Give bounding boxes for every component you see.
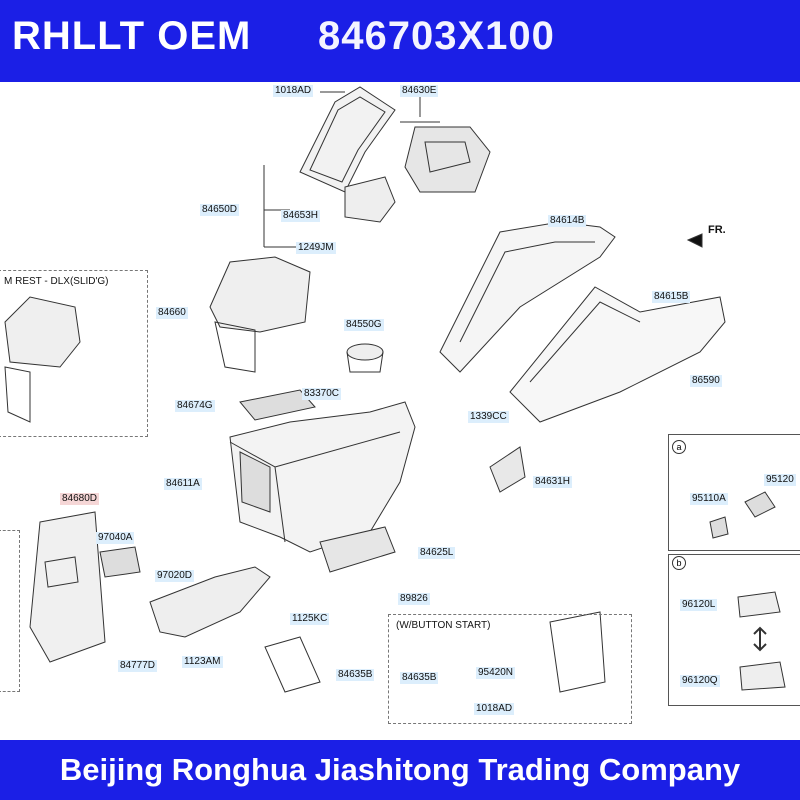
- part-label: 97040A: [96, 532, 135, 544]
- callout-b-marker: b: [672, 556, 686, 570]
- armrest-dlx-box: [0, 270, 148, 437]
- part-label: 84550G: [344, 319, 384, 331]
- part-label: 84614B: [548, 215, 587, 227]
- part-label: 97020D: [155, 570, 195, 582]
- part-label: 89826: [398, 593, 430, 605]
- part-number: 846703X100: [318, 14, 555, 58]
- callout-a-marker: a: [672, 440, 686, 454]
- part-label: 84611A: [164, 478, 202, 490]
- part-label: 84653H: [281, 210, 321, 222]
- part-label: 1125KC: [290, 613, 330, 625]
- button-start-box: [388, 614, 632, 724]
- left-partial-box: [0, 530, 20, 692]
- callout-a-box: [668, 434, 800, 551]
- part-label: 1018AD: [474, 703, 515, 715]
- button-start-title: (W/BUTTON START): [396, 620, 491, 631]
- callout-b-box: [668, 554, 800, 706]
- company-name: Beijing Ronghua Jiashitong Trading Compa…: [59, 752, 741, 787]
- part-label: 84674G: [175, 400, 215, 412]
- diagram-drawing: [4, 86, 786, 693]
- part-label: 84631H: [533, 476, 573, 488]
- part-label: 84630E: [400, 85, 439, 97]
- part-label-highlighted: 84680D: [60, 493, 100, 505]
- part-label: 84650D: [200, 204, 240, 216]
- part-label: 96120L: [680, 599, 718, 611]
- footer-banner: Beijing Ronghua Jiashitong Trading Compa…: [0, 740, 800, 800]
- part-label: 84635B: [400, 672, 439, 684]
- front-direction-label: FR.: [708, 224, 726, 236]
- brand-title: RHLLT OEM: [12, 14, 252, 58]
- part-label: 84635B: [336, 669, 375, 681]
- part-label: 84615B: [652, 291, 691, 303]
- part-label: 84625L: [418, 547, 456, 559]
- armrest-variant-title: M REST - DLX(SLID'G): [4, 276, 109, 287]
- part-label: 86590: [690, 375, 722, 387]
- part-label: 1339CC: [468, 411, 509, 423]
- part-label: 83370C: [302, 388, 342, 400]
- parts-diagram: M REST - DLX(SLID'G) (W/BUTTON START) a …: [0, 82, 800, 740]
- part-label: 95120: [764, 474, 796, 486]
- part-label: 96120Q: [680, 675, 720, 687]
- part-label: 84777D: [118, 660, 158, 672]
- part-label: 1123AM: [182, 656, 223, 668]
- header-banner: RHLLT OEM 846703X100: [0, 0, 800, 82]
- part-label: 84660: [156, 307, 188, 319]
- part-label: 95420N: [476, 667, 516, 679]
- part-label: 1249JM: [296, 242, 336, 254]
- part-label: 1018AD: [273, 85, 314, 97]
- part-label: 95110A: [690, 493, 728, 505]
